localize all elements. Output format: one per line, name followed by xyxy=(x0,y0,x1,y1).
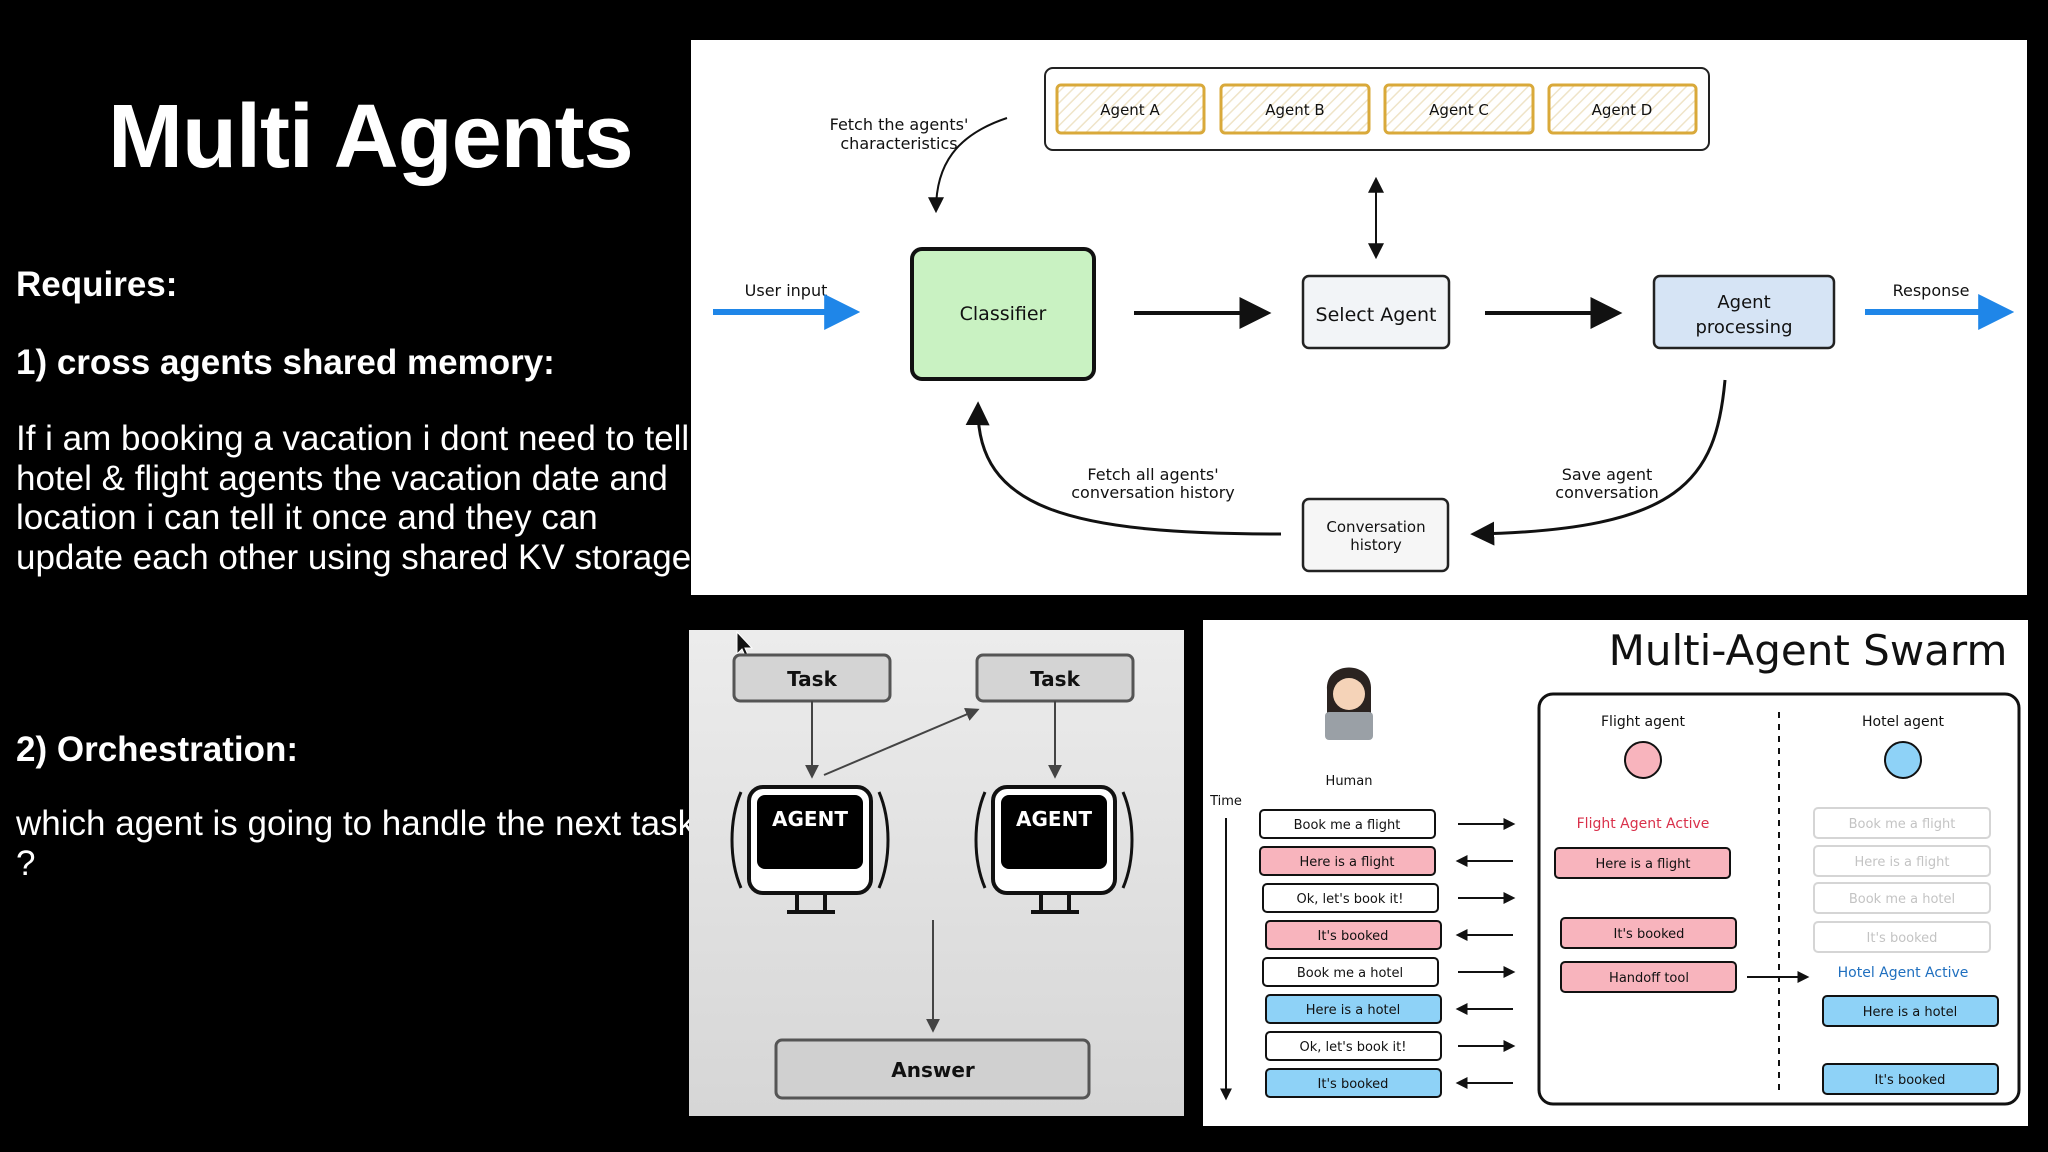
human-label: Human xyxy=(1326,774,1373,789)
conversation-history-line2: history xyxy=(1350,536,1402,554)
hotel-faded-text: Book me a hotel xyxy=(1849,892,1955,907)
hotel-message-box xyxy=(1822,1063,1999,1095)
timeline-message-box xyxy=(1262,957,1439,987)
handoff-diagonal-arrow xyxy=(823,707,980,776)
swarm-diagram: Multi-Agent Swarm Human Time Flight agen… xyxy=(1203,620,2028,1126)
hotel-faded-text: It's booked xyxy=(1867,931,1938,946)
timeline-message-box xyxy=(1259,809,1436,839)
timeline-message-box xyxy=(1265,1031,1442,1061)
flight-active-label: Flight Agent Active xyxy=(1577,816,1710,832)
agents-container xyxy=(1044,67,1710,151)
time-label: Time xyxy=(1209,794,1242,809)
timeline-message-box xyxy=(1262,883,1439,913)
fetch-characteristics-arrow xyxy=(928,117,1008,214)
flight-message-box xyxy=(1560,917,1737,949)
hotel-agent-icon xyxy=(1884,741,1922,779)
flight-message-text: It's booked xyxy=(1614,927,1685,942)
timeline-message-text: Ok, let's book it! xyxy=(1297,892,1404,907)
task-left-label: Task xyxy=(787,667,837,691)
routing-svg: Agent A Agent B Agent C Agent D Fetch th… xyxy=(713,67,2015,573)
agent-right-label: AGENT xyxy=(1016,807,1092,831)
fetch-history-line1: Fetch all agents' xyxy=(1087,465,1218,484)
flight-message-text: Here is a flight xyxy=(1596,857,1691,872)
save-conversation-arrow xyxy=(1470,379,1727,546)
fetch-history-arrow xyxy=(965,401,1282,536)
point2-body: which agent is going to handle the next … xyxy=(16,804,696,883)
agent-c-box xyxy=(1383,83,1535,135)
timeline-message-text: It's booked xyxy=(1318,1077,1389,1092)
agent-d-box xyxy=(1547,83,1698,135)
timeline-message-text: Here is a flight xyxy=(1300,855,1395,870)
flight-messages: Here is a flight It's booked Handoff too… xyxy=(1554,847,1737,993)
fetch-history-line2: conversation history xyxy=(1071,483,1235,502)
hotel-messages: Here is a hotel It's booked xyxy=(1822,995,1999,1095)
agent-b-label: Agent B xyxy=(1265,101,1324,119)
agent-a-label: Agent A xyxy=(1100,101,1160,119)
fetch-characteristics-line2: characteristics xyxy=(840,134,957,153)
hotel-active-label: Hotel Agent Active xyxy=(1838,965,1969,981)
agent-c-label: Agent C xyxy=(1429,101,1489,119)
hotel-faded-messages: Book me a flight Here is a flight Book m… xyxy=(1813,807,1991,953)
classifier-box xyxy=(910,247,1096,381)
conversation-history-line1: Conversation xyxy=(1326,518,1425,536)
conversation-history-box xyxy=(1301,497,1450,573)
flight-agent-icon xyxy=(1624,741,1662,779)
agent-left-label: AGENT xyxy=(772,807,848,831)
flight-message-box xyxy=(1560,961,1737,993)
point2-heading: 2) Orchestration: xyxy=(16,730,298,769)
timeline-message-text: Book me a hotel xyxy=(1297,966,1403,981)
classifier-label: Classifier xyxy=(960,303,1047,325)
requires-heading: Requires: xyxy=(16,265,178,304)
timeline-message-text: It's booked xyxy=(1318,929,1389,944)
agent-processing-line1: Agent xyxy=(1717,292,1770,313)
flight-message-box xyxy=(1554,847,1731,879)
response-label: Response xyxy=(1893,281,1970,300)
timeline-message-text: Ok, let's book it! xyxy=(1300,1040,1407,1055)
agent-right-monitor-icon xyxy=(974,785,1134,914)
save-conversation-line2: conversation xyxy=(1555,483,1658,502)
select-agent-box xyxy=(1301,274,1451,350)
answer-box xyxy=(774,1038,1091,1100)
agent-d-label: Agent D xyxy=(1592,101,1653,119)
agent-processing-line2: processing xyxy=(1695,317,1792,338)
flight-message-text: Handoff tool xyxy=(1609,971,1689,986)
swarm-title: Multi-Agent Swarm xyxy=(1609,626,2008,675)
answer-label: Answer xyxy=(891,1058,975,1082)
select-agent-label: Select Agent xyxy=(1316,304,1437,326)
timeline-message-text: Here is a hotel xyxy=(1306,1003,1400,1018)
flight-agent-label: Flight agent xyxy=(1601,714,1685,730)
point1-heading: 1) cross agents shared memory: xyxy=(16,343,555,382)
save-conversation-line1: Save agent xyxy=(1562,465,1653,484)
task-right-label: Task xyxy=(1030,667,1080,691)
user-input-label: User input xyxy=(745,281,828,300)
timeline-message-box xyxy=(1265,994,1442,1024)
agent-b-box xyxy=(1219,83,1371,135)
hotel-agent-label: Hotel agent xyxy=(1862,714,1944,730)
timeline-message-box xyxy=(1259,846,1436,876)
task-agent-svg: Task Task AGENT AGENT Answer xyxy=(730,630,1135,1100)
hotel-faded-text: Here is a flight xyxy=(1855,855,1950,870)
timeline-message-box xyxy=(1265,920,1442,950)
slide-title: Multi Agents xyxy=(108,87,634,187)
hotel-message-text: Here is a hotel xyxy=(1863,1005,1957,1020)
point1-body: If i am booking a vacation i dont need t… xyxy=(16,419,692,577)
agent-processing-box xyxy=(1652,274,1836,350)
hotel-message-text: It's booked xyxy=(1875,1073,1946,1088)
timeline-message-text: Book me a flight xyxy=(1294,818,1401,833)
agent-a-box xyxy=(1055,83,1206,135)
task-agent-diagram: Task Task AGENT AGENT Answer xyxy=(689,630,1184,1116)
agent-routing-diagram: Agent A Agent B Agent C Agent D Fetch th… xyxy=(691,40,2027,595)
fetch-characteristics-line1: Fetch the agents' xyxy=(830,115,969,134)
swarm-svg: Multi-Agent Swarm Human Time Flight agen… xyxy=(1209,626,2021,1106)
human-avatar-icon xyxy=(1325,667,1373,740)
timeline-message-box xyxy=(1265,1068,1442,1098)
hotel-message-box xyxy=(1822,995,1999,1027)
hotel-faded-text: Book me a flight xyxy=(1849,817,1956,832)
agent-left-monitor-icon xyxy=(730,785,890,914)
